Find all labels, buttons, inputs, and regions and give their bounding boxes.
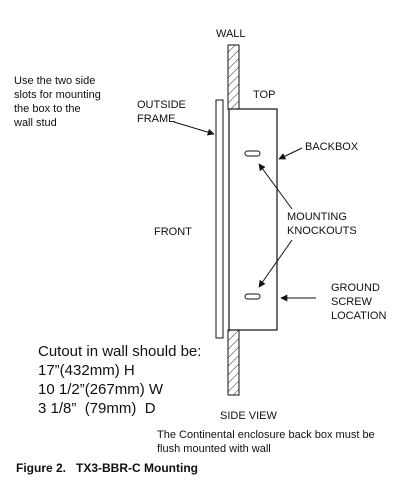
wall-label: WALL (216, 28, 246, 40)
flush-mount-note: The Continental enclosure back box must … (157, 429, 375, 455)
outside-frame-label: OUTSIDE FRAME (137, 99, 186, 125)
figure-caption: Figure 2. TX3-BBR-C Mounting (16, 461, 198, 475)
wall-lower-section (227, 329, 240, 396)
lower-knockout (244, 293, 261, 300)
upper-knockout (244, 150, 261, 157)
backbox-leader (278, 147, 303, 160)
cutout-height: 17”(432mm) H (38, 362, 135, 379)
backbox (228, 108, 278, 331)
side-view-label: SIDE VIEW (220, 410, 277, 422)
upper-knockout-leader (258, 163, 293, 210)
top-label: TOP (253, 89, 276, 101)
wall-upper-section (227, 44, 240, 110)
cutout-depth: 3 1/8” (79mm) D (38, 400, 156, 417)
backbox-label: BACKBOX (305, 141, 359, 153)
leader-arrows (173, 121, 316, 302)
mounting-knockouts-label: MOUNTING KNOCKOUTS (287, 211, 357, 237)
cutout-width: 10 1/2”(267mm) W (38, 381, 164, 398)
front-label: FRONT (154, 226, 192, 238)
lower-knockout-leader (258, 239, 293, 288)
ground-screw-label: GROUND SCREW LOCATION (331, 282, 387, 322)
outside-frame-leader (173, 121, 215, 136)
side-slots-note: Use the two side slots for mounting the … (14, 75, 101, 129)
cutout-heading: Cutout in wall should be: (38, 343, 202, 360)
outside-frame (215, 99, 224, 339)
